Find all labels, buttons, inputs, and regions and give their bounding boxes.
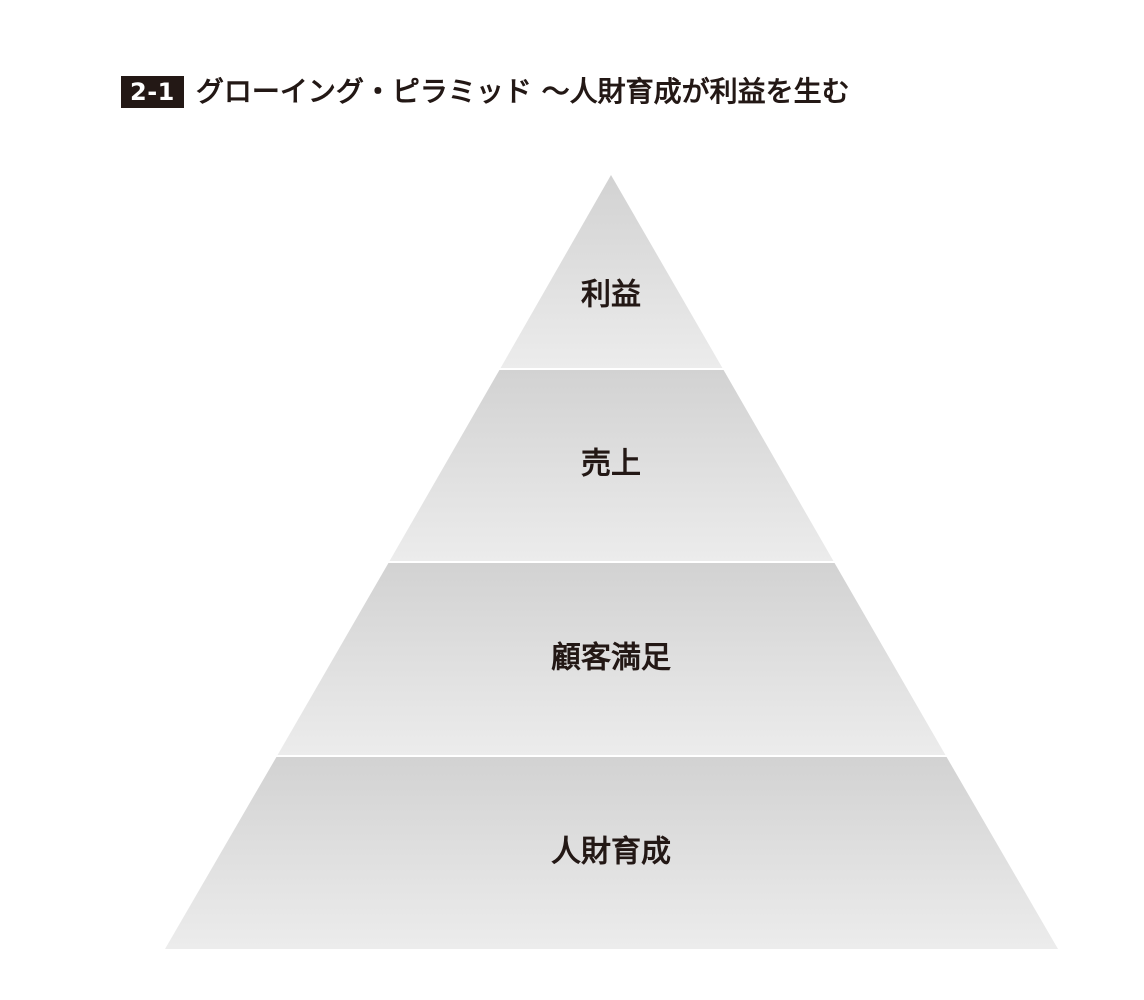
tier-label-profit: 利益 [581, 278, 641, 313]
pyramid-tier-sales [389, 369, 834, 562]
tier-label-sales: 売上 [581, 447, 641, 482]
figure-header: 2-1 グローイング・ピラミッド ～人財育成が利益を生む [121, 75, 850, 109]
pyramid-tier-customer-satisfaction [277, 562, 946, 756]
pyramid-tier-talent-development [165, 756, 1058, 949]
tier-label-customer-satisfaction: 顧客満足 [551, 641, 671, 676]
figure-number-badge: 2-1 [121, 76, 184, 108]
tier-label-talent-development: 人財育成 [551, 835, 671, 870]
figure-title: グローイング・ピラミッド ～人財育成が利益を生む [195, 75, 850, 108]
pyramid-tier-profit [500, 175, 723, 369]
